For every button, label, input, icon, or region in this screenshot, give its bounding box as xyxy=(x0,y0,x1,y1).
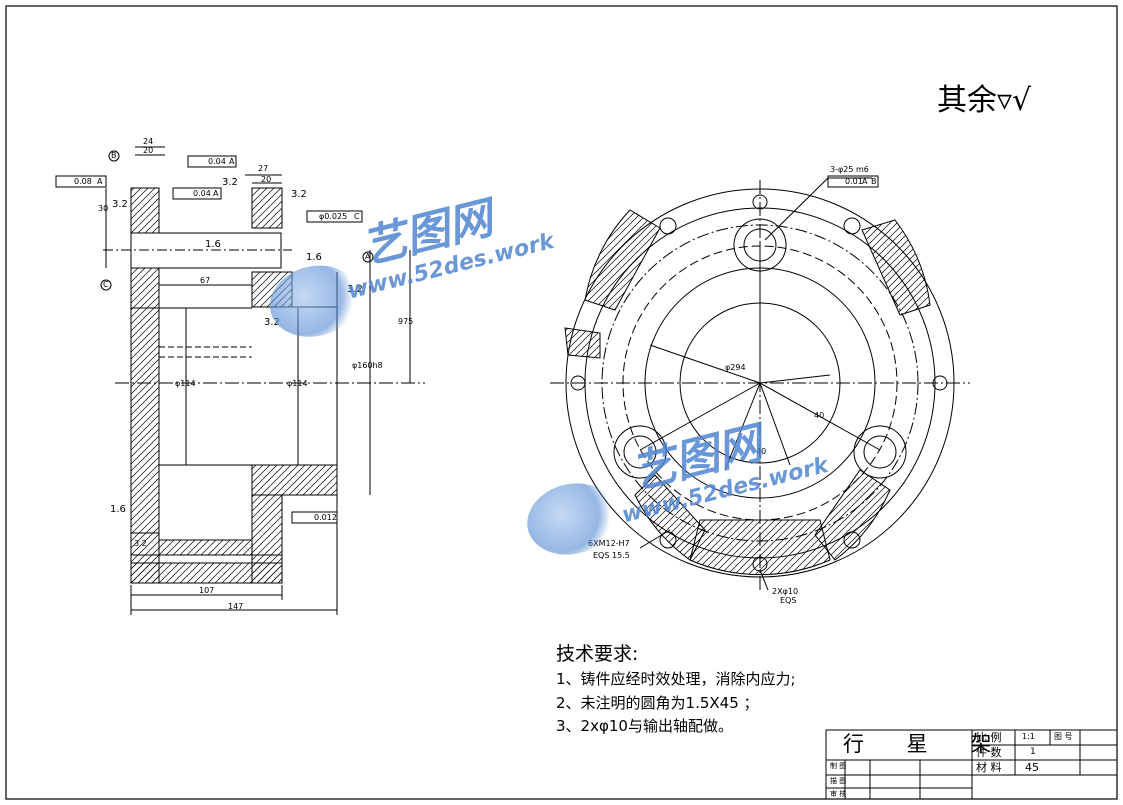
hole-tol-datum-b: B xyxy=(871,177,877,186)
approver-label: 审 核 xyxy=(830,790,847,798)
material-label: 材 料 xyxy=(976,761,1002,774)
tol-datum-a1: A xyxy=(97,177,103,186)
tol-datum-a2: A xyxy=(229,157,235,166)
dim-147: 147 xyxy=(228,602,244,611)
roughness-9: 3.2 xyxy=(134,539,147,548)
datum-c: C xyxy=(103,280,109,289)
roughness-symbol-icon: ▿√ xyxy=(997,83,1032,118)
dim-30: 30 xyxy=(98,204,109,213)
tech-requirement-1: 1、铸件应经时效处理，消除内应力; xyxy=(556,670,796,688)
roughness-8: 1.6 xyxy=(110,504,126,515)
roughness-4: 1.6 xyxy=(205,239,221,250)
dim-24: 24 xyxy=(143,137,154,146)
dim-107: 107 xyxy=(199,586,215,595)
tol-0.04a: 0.04 xyxy=(208,157,226,166)
thread-callout: 6XM12-H7 xyxy=(588,539,630,548)
bore-dim: φ294 xyxy=(725,363,746,372)
material-value: 45 xyxy=(1025,761,1039,774)
dim-phi114-a: φ114 xyxy=(175,379,196,388)
front-view xyxy=(550,175,970,591)
title-block xyxy=(825,729,1118,800)
tech-requirement-2: 2、未注明的圆角为1.5X45 ； xyxy=(556,694,759,712)
part-name: 行 星 架 xyxy=(843,732,1010,756)
roughness-7: 3.2 xyxy=(264,317,280,328)
thread-depth: EQS 15.5 xyxy=(593,551,630,560)
datum-a: A xyxy=(365,252,371,261)
datum-b: B xyxy=(111,151,117,160)
tech-requirements-title: 技术要求: xyxy=(556,643,639,665)
hole-tol-datum-a: A xyxy=(862,177,868,186)
dim-20b: 20 xyxy=(261,175,272,184)
drawing-no-label: 图 号 xyxy=(1054,732,1073,741)
tech-requirement-3: 3、2xφ10与输出轴配做。 xyxy=(556,717,733,735)
tol-0.04b: 0.04 xyxy=(193,189,211,198)
roughness-1: 3.2 xyxy=(112,199,128,210)
angle-2: 40 xyxy=(756,447,767,456)
tol-0.012: 0.012 xyxy=(314,513,337,522)
dim-phi160h8: φ160h8 xyxy=(352,361,383,370)
dim-phi114-b: φ114 xyxy=(287,379,308,388)
scale-label: 比 例 xyxy=(976,731,1002,744)
checker-label: 描 图 xyxy=(830,777,847,785)
pin-note: EQS xyxy=(780,596,797,605)
dim-975: 975 xyxy=(398,317,414,326)
dim-27: 27 xyxy=(258,164,269,173)
pin-callout: 2Xφ10 xyxy=(772,587,799,596)
tol-0.025: φ0.025 xyxy=(319,212,348,221)
hole-callout: 3-φ25 m6 xyxy=(830,165,869,174)
tol-datum-a3: A xyxy=(213,189,219,198)
roughness-5: 1.6 xyxy=(306,252,322,263)
dim-67: 67 xyxy=(200,276,211,285)
roughness-note: 其余▿√ xyxy=(937,83,1032,118)
roughness-3: 3.2 xyxy=(291,189,307,200)
qty-label: 件 数 xyxy=(976,746,1002,759)
dim-20a: 20 xyxy=(143,146,154,155)
drawing-frame xyxy=(5,5,1118,800)
section-view xyxy=(55,146,425,615)
qty-value: 1 xyxy=(1030,747,1036,757)
angle-1: 40 xyxy=(814,411,825,420)
scale-value: 1:1 xyxy=(1022,732,1035,741)
roughness-2: 3.2 xyxy=(222,177,238,188)
tol-0.08: 0.08 xyxy=(74,177,92,186)
tol-datum-c: C xyxy=(354,212,360,221)
hole-tol-value: 0.01 xyxy=(845,177,863,186)
designer-label: 制 图 xyxy=(830,762,847,770)
